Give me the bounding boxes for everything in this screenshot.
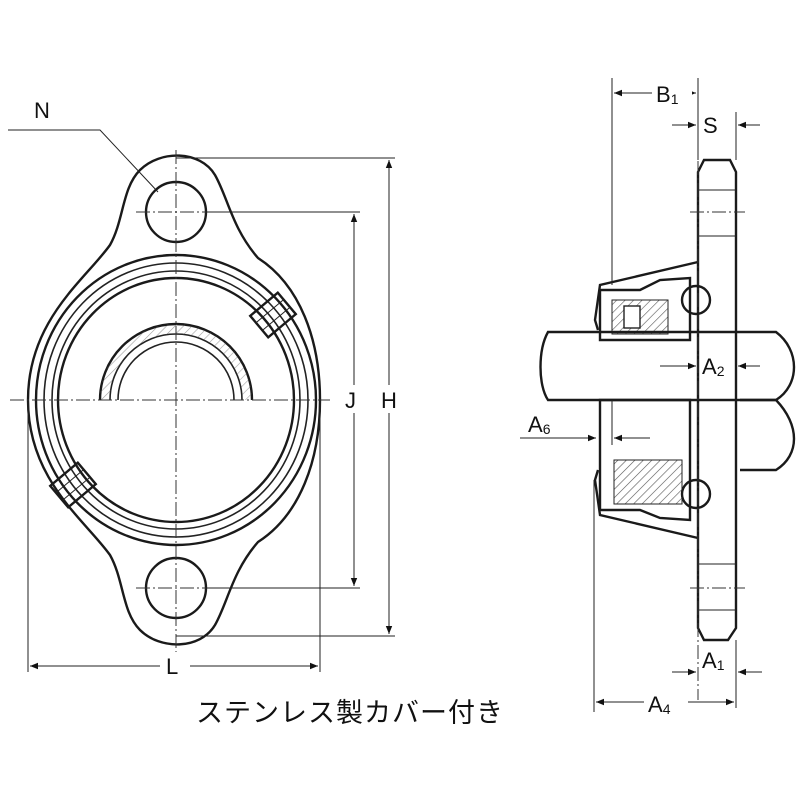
caption: ステンレス製カバー付き bbox=[196, 698, 504, 728]
label-A6: A6 bbox=[528, 412, 551, 437]
bearing-ball-lower bbox=[680, 478, 712, 510]
side-cover-upper bbox=[598, 276, 692, 342]
set-screw-left bbox=[48, 461, 98, 509]
label-A1: A1 bbox=[702, 648, 725, 673]
label-L: L bbox=[166, 654, 178, 679]
set-screw-right bbox=[248, 291, 298, 339]
label-N: N bbox=[34, 98, 50, 123]
label-B1: B1 bbox=[656, 82, 679, 107]
label-A2: A2 bbox=[702, 354, 725, 379]
label-A4: A4 bbox=[648, 692, 671, 717]
bearing-ball-upper bbox=[680, 284, 712, 316]
front-view: N J H L bbox=[8, 98, 407, 680]
label-J: J bbox=[345, 388, 356, 413]
label-H: H bbox=[381, 388, 397, 413]
label-S: S bbox=[703, 113, 718, 138]
flange-outline bbox=[26, 154, 322, 646]
side-view: B1 S A2 A6 A1 A4 bbox=[520, 76, 796, 718]
